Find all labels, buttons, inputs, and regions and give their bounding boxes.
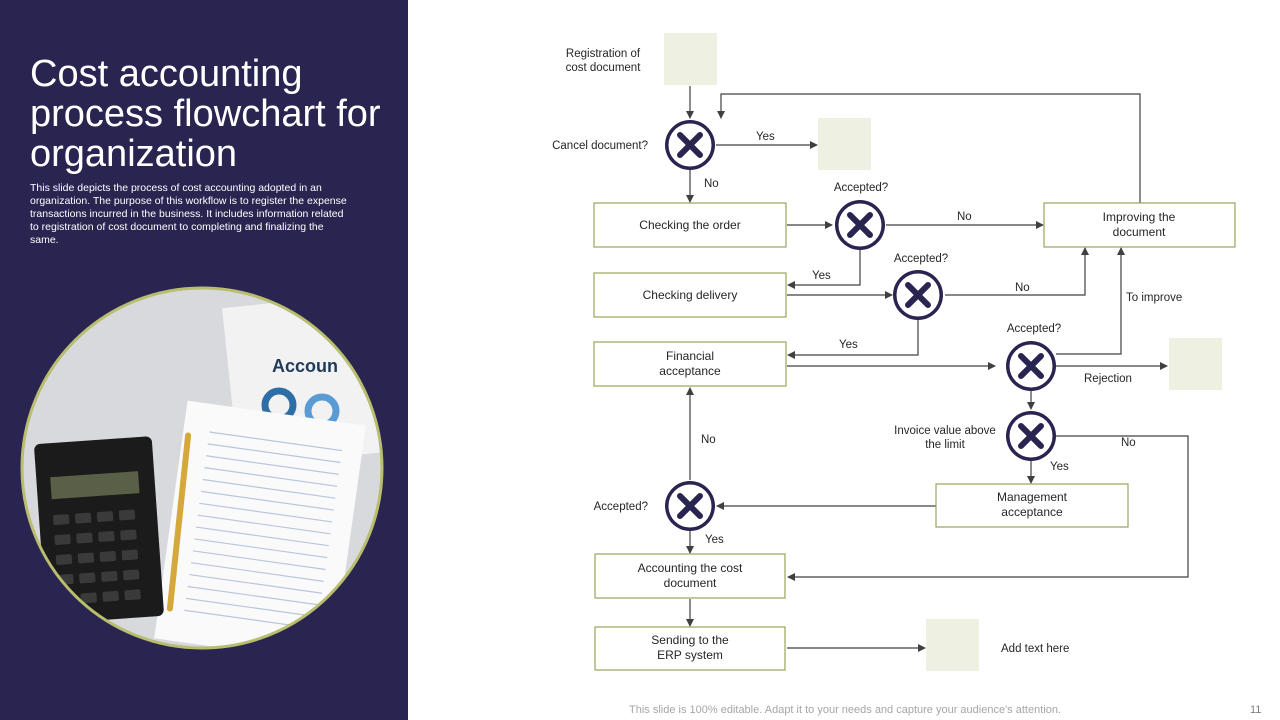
label-accepted-4: Accepted?: [594, 501, 648, 513]
placeholder-start: [664, 33, 717, 85]
slide-title: Cost accounting process flowchart for or…: [30, 53, 381, 175]
close-x-icon: [893, 270, 943, 320]
report-heading: Accoun: [272, 356, 338, 376]
label-yes-d5: Yes: [1050, 461, 1069, 473]
label-no-d3: No: [1015, 282, 1030, 294]
placeholders: [664, 33, 1222, 671]
box-accounting-cost-document: [594, 553, 786, 599]
calculator-display: [50, 471, 140, 500]
close-x-icon: [665, 120, 715, 170]
label-cancel-question: Cancel document?: [552, 140, 648, 152]
placeholder-end: [926, 619, 979, 671]
connectors: [686, 86, 1189, 652]
box-financial-acceptance: [593, 341, 787, 387]
arrow-decision3-no: [945, 247, 1089, 296]
photo-circle: Accoun: [20, 286, 384, 650]
label-yes-cancel: Yes: [756, 131, 775, 143]
left-panel: Cost accounting process flowchart for or…: [0, 0, 408, 720]
pen: [166, 432, 192, 612]
label-accepted-1: Accepted?: [834, 182, 888, 194]
label-no-d6: No: [701, 434, 716, 446]
placeholder-cancelled: [818, 118, 871, 170]
label-yes-d6: Yes: [705, 534, 724, 546]
page-number: 11: [1250, 704, 1262, 716]
arrow-decision2-yes: [787, 250, 861, 289]
close-x-icon: [1006, 341, 1056, 391]
arrow-decision3-yes: [787, 320, 919, 359]
box-sending-erp: [594, 626, 786, 671]
box-checking-order-label: Checking the order: [639, 218, 740, 232]
label-no-cancel: No: [704, 178, 719, 190]
slide-description: This slide depicts the process of cost a…: [30, 182, 347, 246]
label-yes-d3: Yes: [839, 339, 858, 351]
close-x-icon: [835, 200, 885, 250]
label-yes-d2: Yes: [812, 270, 831, 282]
box-checking-delivery: [593, 272, 787, 318]
arrow-to-improve: [1056, 247, 1125, 355]
placeholder-rejected: [1169, 338, 1222, 390]
arrow-decision5-no: [787, 435, 1189, 581]
close-x-icon: [665, 481, 715, 531]
footer-note: This slide is 100% editable. Adapt it to…: [629, 704, 1061, 716]
box-management-acceptance: [935, 483, 1129, 528]
spreadsheet-paper: [154, 400, 366, 648]
box-improving-document: [1043, 202, 1236, 248]
box-checking-delivery-label: Checking delivery: [643, 288, 738, 302]
arrow-improve-loop: [717, 93, 1141, 203]
box-checking-order: [593, 202, 787, 248]
photo-ring: [20, 286, 384, 650]
label-no-d5: No: [1121, 437, 1136, 449]
label-rejection: Rejection: [1084, 373, 1132, 385]
label-to-improve: To improve: [1126, 292, 1182, 304]
label-accepted-3: Accepted?: [1007, 323, 1061, 335]
label-accepted-2: Accepted?: [894, 253, 948, 265]
label-add-text: Add text here: [1001, 643, 1069, 655]
label-no-d2: No: [957, 211, 972, 223]
close-x-icon: [1006, 411, 1056, 461]
